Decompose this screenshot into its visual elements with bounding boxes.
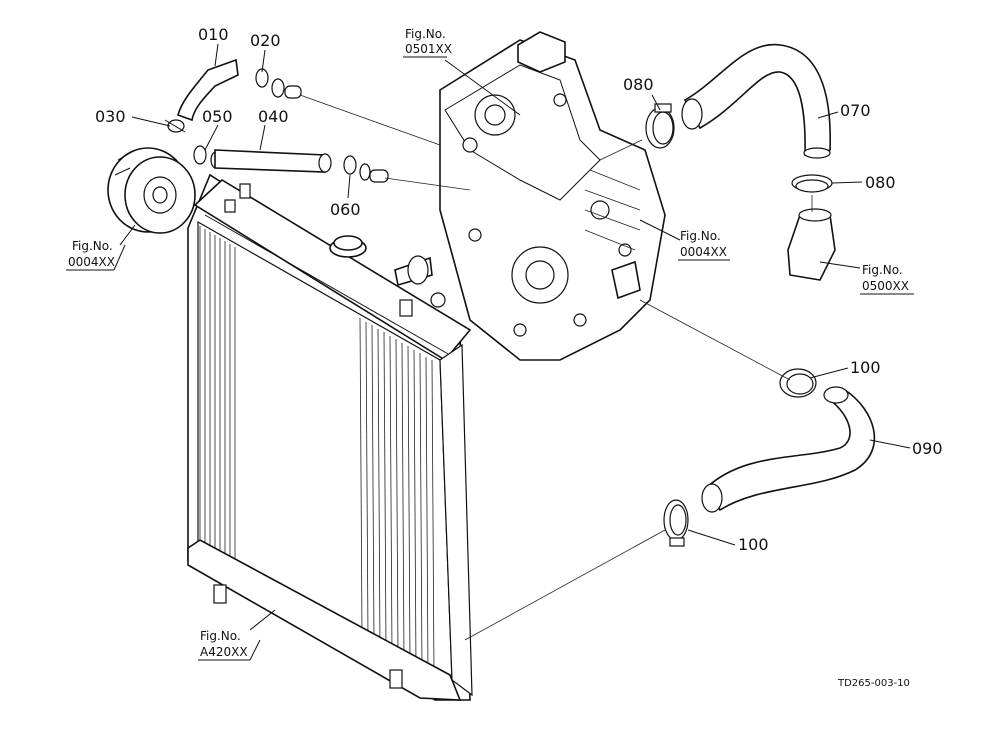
fig-ref-a420xx: Fig.No. A420XX [198,629,261,661]
clamp-020 [255,68,302,99]
hose-010 [177,58,239,122]
callout-020: 020 [250,31,281,50]
callout-labels: 010 020 030 040 050 060 070 080 080 090 … [95,25,943,554]
callout-040: 040 [258,107,289,126]
clamp-100-upper [779,368,817,398]
svg-text:0500XX: 0500XX [862,279,909,293]
svg-text:A420XX: A420XX [200,645,248,659]
clamp-080-lower [791,174,833,193]
clamp-060 [343,155,389,183]
hose-040 [214,149,332,173]
svg-text:0004XX: 0004XX [680,245,727,259]
callout-030: 030 [95,107,126,126]
svg-text:Fig.No.: Fig.No. [72,239,113,253]
svg-text:Fig.No.: Fig.No. [200,629,241,643]
figure-references: Fig.No. 0501XX Fig.No. 0004XX Fig.No. 00… [66,27,914,661]
svg-text:0004XX: 0004XX [68,255,115,269]
callout-050: 050 [202,107,233,126]
svg-text:Fig.No.: Fig.No. [862,263,903,277]
oil-cooler [107,147,196,234]
callout-090: 090 [912,439,943,458]
thermostat-cover [787,208,836,281]
svg-text:Fig.No.: Fig.No. [405,27,446,41]
svg-text:0501XX: 0501XX [405,42,452,56]
callout-100-upper: 100 [850,358,881,377]
clamp-080-upper [645,103,675,149]
callout-070: 070 [840,101,871,120]
fig-ref-0501xx: Fig.No. 0501XX [403,27,452,58]
fig-ref-0500xx: Fig.No. 0500XX [860,263,914,295]
clamp-100-lower [663,499,689,547]
fig-ref-0004xx-right: Fig.No. 0004XX [678,229,730,261]
callout-080-upper: 080 [623,75,654,94]
leader-lines [119,43,911,641]
fig-ref-0004xx-left: Fig.No. 0004XX [66,239,126,271]
svg-text:Fig.No.: Fig.No. [680,229,721,243]
callout-100-lower: 100 [738,535,769,554]
callout-010: 010 [198,25,229,44]
callout-080-lower: 080 [865,173,896,192]
drawing-number: TD265-003-10 [837,678,910,689]
upper-hose-070 [681,43,832,159]
gear-case [407,31,666,361]
callout-060: 060 [330,200,361,219]
lower-hose-090 [701,386,876,513]
radiator [187,173,473,701]
